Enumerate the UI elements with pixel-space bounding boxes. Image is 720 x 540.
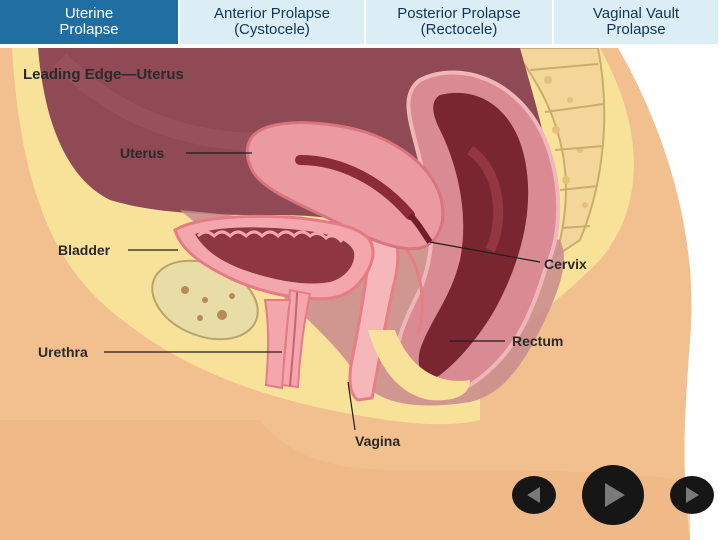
diagram-heading: Leading Edge—Uterus bbox=[23, 66, 184, 83]
label-urethra: Urethra bbox=[38, 344, 88, 360]
previous-button[interactable] bbox=[512, 476, 556, 514]
triangle-left-icon bbox=[524, 485, 544, 505]
triangle-right-icon bbox=[598, 480, 628, 510]
label-vagina: Vagina bbox=[355, 433, 400, 449]
tab-uterine-prolapse[interactable]: Uterine Prolapse bbox=[0, 0, 180, 46]
tab-anterior-prolapse[interactable]: Anterior Prolapse (Cystocele) bbox=[180, 0, 366, 46]
play-button[interactable] bbox=[582, 465, 644, 525]
prolapse-type-tabs: Uterine Prolapse Anterior Prolapse (Cyst… bbox=[0, 0, 720, 48]
label-uterus: Uterus bbox=[120, 145, 164, 161]
triangle-right-icon bbox=[682, 485, 702, 505]
label-rectum: Rectum bbox=[512, 333, 563, 349]
label-cervix: Cervix bbox=[544, 256, 587, 272]
next-button[interactable] bbox=[670, 476, 714, 514]
label-bladder: Bladder bbox=[58, 242, 110, 258]
tab-posterior-prolapse[interactable]: Posterior Prolapse (Rectocele) bbox=[366, 0, 554, 46]
tab-vaginal-vault-prolapse[interactable]: Vaginal Vault Prolapse bbox=[554, 0, 720, 46]
